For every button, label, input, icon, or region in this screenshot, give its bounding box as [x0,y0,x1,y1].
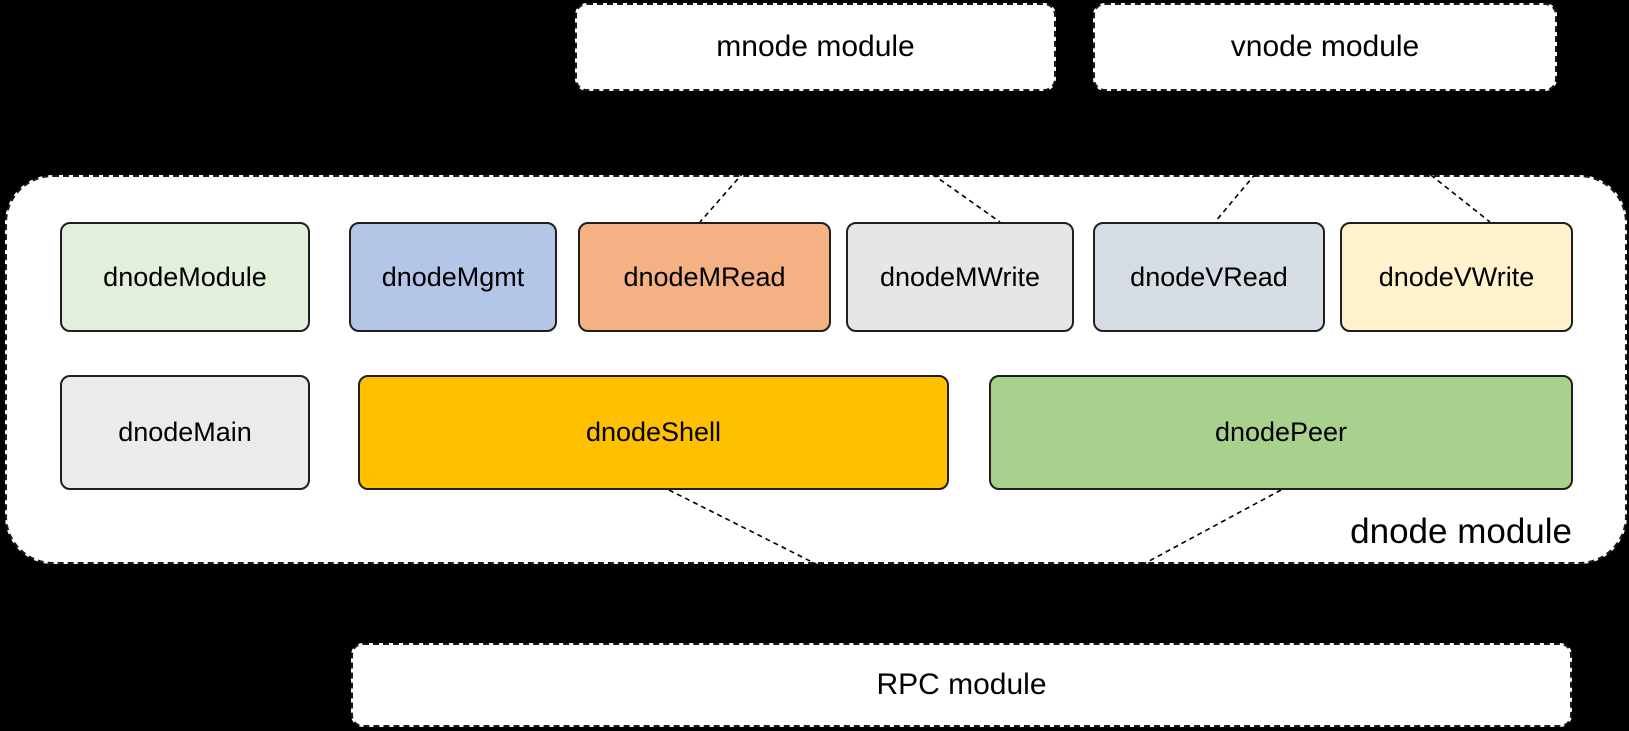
dnodeVRead-label: dnodeVRead [1130,261,1288,292]
dnodeMRead-label: dnodeMRead [623,261,786,292]
dnodeMWrite-label: dnodeMWrite [879,261,1041,292]
dnodeShell-label: dnodeShell [585,417,722,447]
vnode-module-box: vnode module [1093,3,1557,91]
dnodeMgmt-label: dnodeMgmt [381,261,525,292]
rpc-module-box: RPC module [351,643,1572,727]
rpc-module-label: RPC module [876,668,1047,701]
dnodeModule-box: dnodeModule [60,222,310,332]
dnodeMRead-box: dnodeMRead [578,222,831,332]
dnodeMWrite-box: dnodeMWrite [846,222,1074,332]
dnodePeer-label: dnodePeer [1214,417,1348,447]
dnodeMain-label: dnodeMain [118,417,252,447]
mnode-module-box: mnode module [575,3,1056,91]
dnodeMgmt-box: dnodeMgmt [349,222,557,332]
dnode-module-label: dnode module [1350,512,1572,551]
dnodePeer-box: dnodePeer [989,375,1573,490]
vnode-module-label: vnode module [1230,30,1420,63]
dnodeMain-box: dnodeMain [60,375,310,490]
dnodeModule-label: dnodeModule [103,261,267,292]
mnode-module-label: mnode module [716,30,915,63]
dnodeVWrite-label: dnodeVWrite [1378,261,1535,292]
dnodeShell-box: dnodeShell [358,375,949,490]
dnodeVRead-box: dnodeVRead [1093,222,1325,332]
dnodeVWrite-box: dnodeVWrite [1340,222,1573,332]
